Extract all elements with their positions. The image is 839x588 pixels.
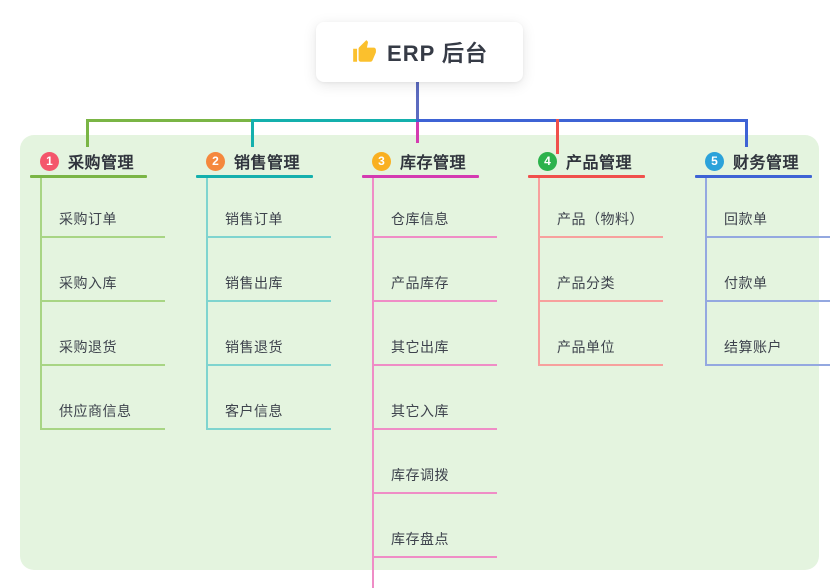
child-node-label: 其它入库 (391, 403, 449, 419)
child-node[interactable]: 回款单 (707, 178, 830, 238)
branch-underline (196, 175, 313, 178)
child-node[interactable]: 仓库信息 (374, 178, 497, 238)
branch-children: 仓库信息 产品库存 其它出库 其它入库 库存调拨 库存盘点 出库库明细 (372, 178, 497, 588)
child-node-label: 产品（物料） (557, 211, 644, 227)
child-node-label: 产品单位 (557, 339, 615, 355)
root-connector (415, 82, 419, 122)
branch-underline (528, 175, 645, 178)
branch-children: 回款单 付款单 结算账户 (705, 178, 830, 366)
branch-underline (695, 175, 812, 178)
child-node-label: 销售退货 (225, 339, 283, 355)
child-node-label: 采购入库 (59, 275, 117, 291)
child-node[interactable]: 结算账户 (707, 302, 830, 366)
branch-head[interactable]: 2 销售管理 (196, 148, 331, 174)
branch-head[interactable]: 1 采购管理 (30, 148, 165, 174)
bus-segment-middle (251, 119, 416, 122)
child-node[interactable]: 客户信息 (208, 366, 331, 430)
child-node[interactable]: 其它入库 (374, 366, 497, 430)
branch-label: 采购管理 (68, 155, 135, 172)
branch-children: 产品（物料） 产品分类 产品单位 (538, 178, 663, 366)
child-node[interactable]: 产品（物料） (540, 178, 663, 238)
branch-number-badge: 5 (705, 151, 724, 171)
branch-drop-line (251, 119, 254, 147)
branch-drop-line (745, 119, 748, 147)
child-node-label: 结算账户 (724, 339, 782, 355)
child-node[interactable]: 销售订单 (208, 178, 331, 238)
child-node[interactable]: 采购订单 (42, 178, 165, 238)
branch: 5 财务管理 回款单 付款单 结算账户 (695, 148, 830, 366)
branch: 1 采购管理 采购订单 采购入库 采购退货 供应商信息 (30, 148, 165, 430)
branch-head[interactable]: 3 库存管理 (362, 148, 497, 174)
child-node-label: 库存调拨 (391, 467, 449, 483)
child-node-label: 回款单 (724, 211, 768, 227)
child-node-label: 其它出库 (391, 339, 449, 355)
bus-segment-left (86, 119, 251, 122)
bus-segment-right (415, 119, 748, 122)
child-node-label: 产品分类 (557, 275, 615, 291)
child-node[interactable]: 库存盘点 (374, 494, 497, 558)
branch-number-badge: 3 (372, 151, 391, 171)
child-node-label: 库存盘点 (391, 531, 449, 547)
child-node-label: 产品库存 (391, 275, 449, 291)
child-node[interactable]: 采购入库 (42, 238, 165, 302)
branch-children: 销售订单 销售出库 销售退货 客户信息 (206, 178, 331, 430)
branch-children: 采购订单 采购入库 采购退货 供应商信息 (40, 178, 165, 430)
child-node[interactable]: 供应商信息 (42, 366, 165, 430)
branch-number-badge: 1 (40, 151, 59, 171)
child-node-label: 客户信息 (225, 403, 283, 419)
branch: 4 产品管理 产品（物料） 产品分类 产品单位 (528, 148, 663, 366)
branch-head[interactable]: 5 财务管理 (695, 148, 830, 174)
branch-label: 产品管理 (566, 155, 633, 172)
child-node[interactable]: 采购退货 (42, 302, 165, 366)
branch-head[interactable]: 4 产品管理 (528, 148, 663, 174)
child-node-label: 采购退货 (59, 339, 117, 355)
branch-number-badge: 4 (538, 151, 557, 171)
branch-drop-line (86, 119, 89, 147)
branch-drop-line (415, 122, 419, 143)
child-node-label: 供应商信息 (59, 403, 132, 419)
root-node[interactable]: ERP 后台 (316, 22, 523, 82)
child-node-label: 付款单 (724, 275, 768, 291)
branch-underline (30, 175, 147, 178)
thumbs-up-icon (351, 39, 377, 65)
child-node[interactable]: 销售出库 (208, 238, 331, 302)
branch-underline (362, 175, 479, 178)
child-node[interactable]: 出库库明细 (374, 558, 497, 588)
child-node-label: 采购订单 (59, 211, 117, 227)
child-node-label: 仓库信息 (391, 211, 449, 227)
branch: 3 库存管理 仓库信息 产品库存 其它出库 其它入库 库存调拨 库存盘点 出库库… (362, 148, 497, 588)
child-node[interactable]: 库存调拨 (374, 430, 497, 494)
branch-label: 库存管理 (400, 155, 467, 172)
child-node[interactable]: 销售退货 (208, 302, 331, 366)
child-node-label: 销售订单 (225, 211, 283, 227)
child-node[interactable]: 其它出库 (374, 302, 497, 366)
child-node[interactable]: 产品库存 (374, 238, 497, 302)
branch-number-badge: 2 (206, 151, 225, 171)
branch-drop-line (556, 119, 559, 154)
branch-label: 财务管理 (733, 155, 800, 172)
child-node[interactable]: 产品分类 (540, 238, 663, 302)
child-node-label: 销售出库 (225, 275, 283, 291)
branch-label: 销售管理 (234, 155, 301, 172)
branch: 2 销售管理 销售订单 销售出库 销售退货 客户信息 (196, 148, 331, 430)
child-node[interactable]: 产品单位 (540, 302, 663, 366)
child-node[interactable]: 付款单 (707, 238, 830, 302)
root-title: ERP 后台 (387, 41, 488, 66)
branches-panel (20, 135, 819, 570)
